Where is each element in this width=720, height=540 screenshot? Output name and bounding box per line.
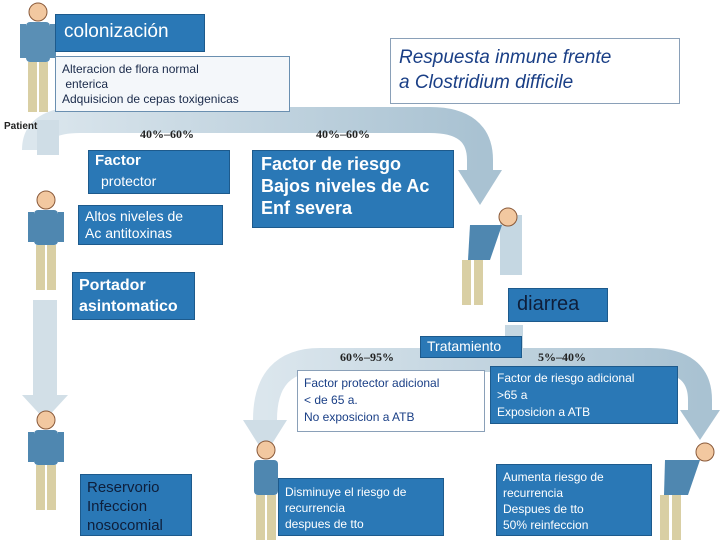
reservorio-box: Reservorio Infeccion nosocomial xyxy=(80,474,192,536)
aumenta-line-1: Aumenta riesgo de xyxy=(503,470,604,484)
percent-lower-right: 5%–40% xyxy=(538,350,586,364)
aumenta-riesgo-box: Aumenta riesgo de recurrencia Despues de… xyxy=(496,464,652,536)
top-right-arrowhead xyxy=(458,170,502,205)
left-vertical-arrow xyxy=(33,300,57,395)
adicional-protector-line-3: No exposicion a ATB xyxy=(304,410,415,424)
standing-person-icon xyxy=(20,2,56,112)
factor-protector-line-2: protector xyxy=(101,173,157,189)
colonizacion-label: colonización xyxy=(64,21,169,42)
alteracion-line-2: enterica xyxy=(62,77,109,91)
adicional-riesgo-line-3: Exposicion a ATB xyxy=(497,405,591,419)
adicional-protector-line-2: < de 65 a. xyxy=(304,393,358,407)
adicional-riesgo-line-1: Factor de riesgo adicional xyxy=(497,371,635,385)
factor-riesgo-adicional-box: Factor de riesgo adicional >65 a Exposic… xyxy=(490,366,678,424)
alteracion-line-1: Alteracion de flora normal xyxy=(62,62,199,76)
patient-label: Patient xyxy=(4,121,38,132)
reservorio-line-3: nosocomial xyxy=(87,517,163,534)
diarrea-label: diarrea xyxy=(517,293,580,315)
altos-line-1: Altos niveles de xyxy=(85,208,184,224)
portador-line-1: Portador xyxy=(79,277,146,294)
portador-line-2: asintomatico xyxy=(79,298,178,315)
adicional-protector-line-1: Factor protector adicional xyxy=(304,376,440,390)
riesgo-line-3: Enf severa xyxy=(261,198,353,218)
respuesta-line-1: Respuesta inmune frente xyxy=(399,47,612,68)
disminuye-line-1: Disminuye el riesgo de xyxy=(285,485,407,499)
aumenta-line-2: recurrencia xyxy=(503,486,564,500)
right-vertical-arrow xyxy=(500,215,522,275)
aumenta-line-4: 50% reinfeccion xyxy=(503,518,589,532)
lower-left-arrowhead xyxy=(243,420,287,455)
standing-person-icon xyxy=(28,410,64,510)
factor-riesgo-box: Factor de riesgo Bajos niveles de Ac Enf… xyxy=(252,150,454,228)
aumenta-line-3: Despues de tto xyxy=(503,502,584,516)
standing-person-icon xyxy=(254,440,278,540)
adicional-riesgo-line-2: >65 a xyxy=(497,388,528,402)
disminuye-line-3: despues de tto xyxy=(285,517,364,531)
sick-person-icon xyxy=(660,442,715,540)
colonizacion-box: colonización xyxy=(55,14,205,52)
disminuye-line-2: recurrencia xyxy=(285,501,346,515)
respuesta-line-2: a Clostridium difficile xyxy=(399,72,574,93)
portador-box: Portador asintomatico xyxy=(72,272,195,320)
altos-niveles-box: Altos niveles de Ac antitoxinas xyxy=(78,205,223,245)
reservorio-line-2: Infeccion xyxy=(87,498,148,515)
tratamiento-label: Tratamiento xyxy=(427,338,502,354)
tratamiento-box: Tratamiento xyxy=(420,336,522,358)
alteracion-box: Alteracion de flora normal enterica Adqu… xyxy=(55,56,290,112)
diarrea-box: diarrea xyxy=(508,288,608,322)
percent-lower-left: 60%–95% xyxy=(340,350,394,364)
riesgo-line-1: Factor de riesgo xyxy=(261,154,402,174)
lower-right-arrowhead xyxy=(680,410,720,440)
left-vertical-arrowhead xyxy=(22,395,68,420)
factor-protector-line-1: Factor xyxy=(95,152,141,169)
altos-line-2: Ac antitoxinas xyxy=(85,225,173,241)
sick-person-icon xyxy=(462,207,518,305)
alteracion-line-3: Adquisicion de cepas toxigenicas xyxy=(62,92,239,106)
reservorio-line-1: Reservorio xyxy=(87,479,160,496)
lower-arc-arrow xyxy=(253,348,712,421)
standing-person-icon xyxy=(28,190,64,290)
percent-top-right: 40%–60% xyxy=(316,127,370,141)
factor-protector-adicional-box: Factor protector adicional < de 65 a. No… xyxy=(297,370,485,432)
factor-protector-box: Factor protector xyxy=(88,150,230,194)
riesgo-line-2: Bajos niveles de Ac xyxy=(261,176,430,196)
percent-top-left: 40%–60% xyxy=(140,127,194,141)
respuesta-inmune-box: Respuesta inmune frente a Clostridium di… xyxy=(390,38,680,104)
disminuye-riesgo-box: Disminuye el riesgo de recurrencia despu… xyxy=(278,478,444,536)
